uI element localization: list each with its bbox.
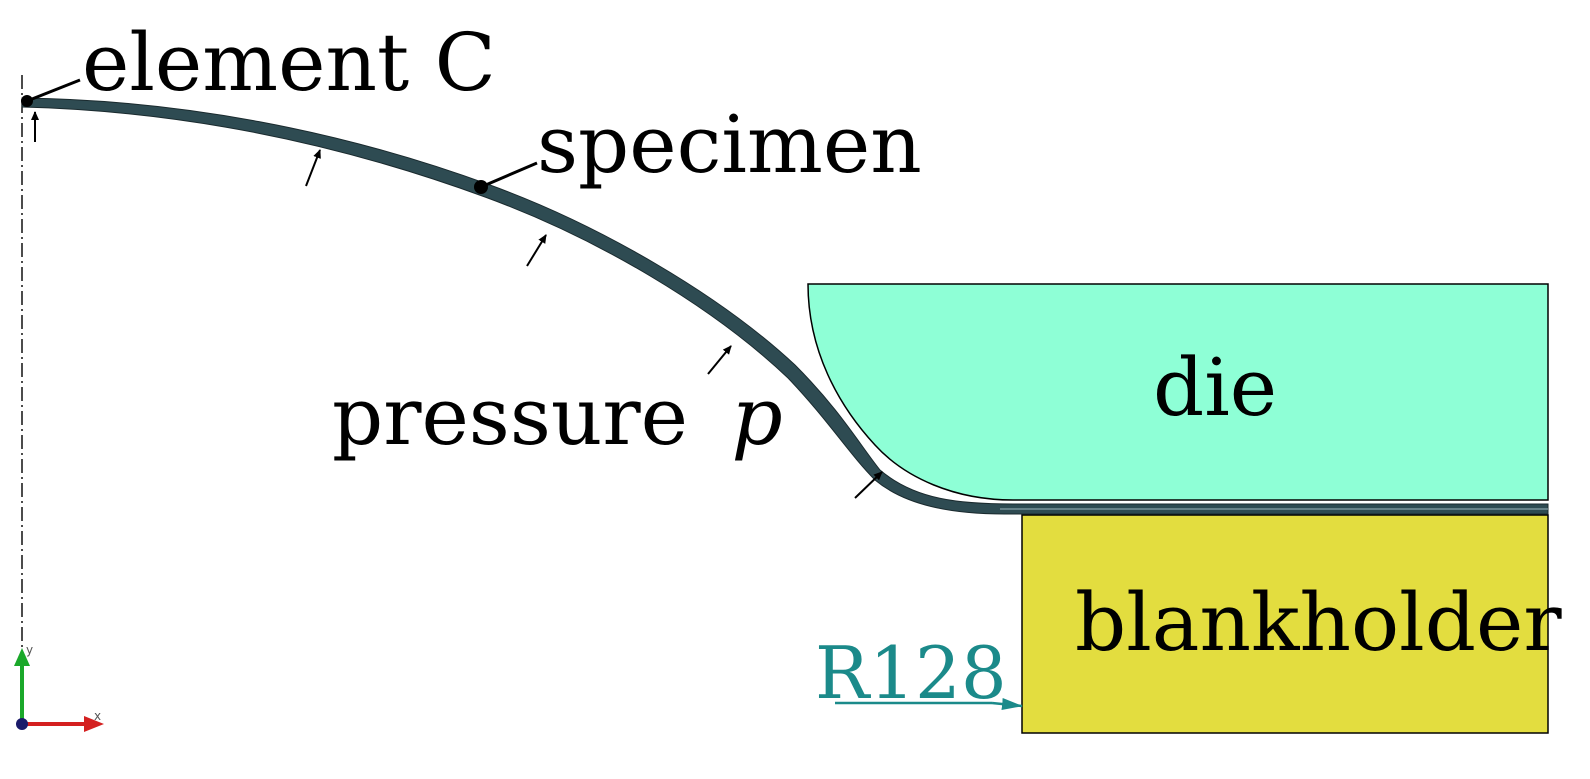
y-axis-label: y bbox=[26, 643, 33, 657]
blankholder-label: blankholder bbox=[1075, 576, 1562, 669]
radius-label: R128 bbox=[815, 631, 1007, 715]
origin-marker bbox=[16, 718, 28, 730]
x-axis-label: x bbox=[94, 709, 101, 723]
specimen-label: specimen bbox=[537, 98, 922, 191]
pressure-arrow bbox=[854, 471, 883, 499]
element-c-leader bbox=[26, 78, 81, 103]
blankholder-block bbox=[1021, 514, 1549, 734]
pressure-arrow bbox=[707, 345, 732, 375]
pressure-arrow bbox=[526, 234, 547, 267]
coordinate-triad: y x bbox=[14, 643, 104, 732]
pressure-arrow bbox=[305, 149, 321, 187]
specimen-sheet bbox=[21, 97, 1549, 515]
die-label: die bbox=[1153, 341, 1277, 434]
specimen-leader bbox=[480, 161, 538, 189]
die-block bbox=[807, 283, 1549, 501]
element-c-label: element C bbox=[82, 16, 496, 109]
pressure-label: pressure p bbox=[332, 370, 783, 463]
radius-arrow bbox=[991, 698, 1023, 710]
